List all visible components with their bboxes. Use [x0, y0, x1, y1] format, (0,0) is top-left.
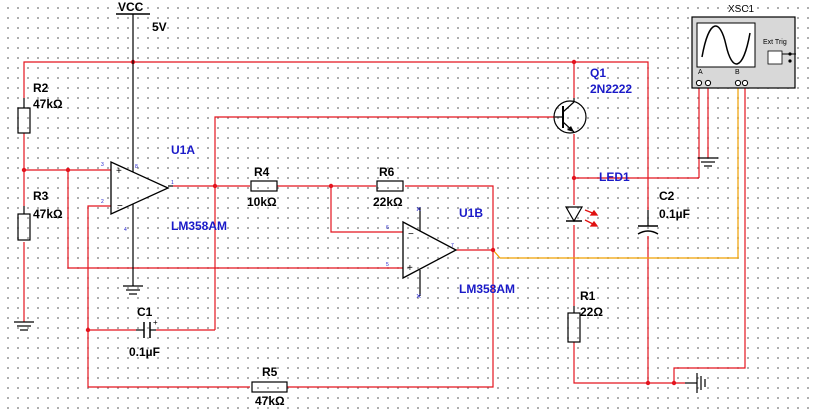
scope-channel-b-label: B	[735, 69, 740, 76]
ground-u1a-icon	[123, 285, 143, 295]
wire-orange-signal	[492, 83, 739, 259]
r6-value: 22kΩ	[373, 195, 403, 209]
scope-channel-a-label: A	[698, 69, 703, 76]
u1a-ref: U1A	[171, 143, 195, 157]
scope-terminal-b-minus[interactable]	[741, 79, 749, 87]
wire-top-rail	[23, 61, 649, 210]
led1-ref: LED1	[599, 170, 630, 184]
svg-text:−: −	[117, 201, 123, 212]
svg-text:3: 3	[101, 162, 104, 168]
r3-ref: R3	[33, 189, 49, 203]
c1-ref: C1	[137, 305, 153, 319]
r2-ref: R2	[33, 81, 49, 95]
u1b-model: LM358AM	[459, 282, 515, 296]
svg-text:7: 7	[451, 243, 454, 249]
svg-text:6: 6	[386, 225, 389, 231]
svg-text:+: +	[116, 166, 122, 177]
c1-value: 0.1µF	[129, 345, 160, 359]
opamp-u1b[interactable]: − + 6 5 7 × × U1B LM358AM	[386, 204, 515, 301]
scope-terminal-a-plus[interactable]	[695, 79, 703, 87]
capacitor-c2[interactable]: C2 0.1µF	[637, 189, 690, 235]
resistor-r4[interactable]: R4 10kΩ	[247, 165, 278, 209]
svg-text:−: −	[408, 229, 414, 240]
wire-u1a-minus-feedback	[87, 205, 250, 388]
r4-ref: R4	[254, 165, 270, 179]
sine-wave-icon	[701, 25, 751, 65]
junction-dots	[21, 59, 677, 386]
svg-text:4: 4	[124, 227, 127, 233]
led-led1[interactable]: LED1	[564, 170, 630, 227]
svg-text:+: +	[407, 263, 413, 274]
u1a-model: LM358AM	[171, 219, 227, 233]
r1-value: 22Ω	[580, 305, 603, 319]
vcc-value: 5V	[152, 20, 167, 34]
red-wires	[23, 61, 746, 388]
wire-to-u1b-plus	[330, 186, 403, 233]
scope-terminal-a-minus[interactable]	[704, 79, 712, 87]
wire-divider-to-u1b-minus	[67, 170, 403, 269]
r5-value: 47kΩ	[255, 394, 285, 408]
resistor-r1[interactable]: R1 22Ω	[567, 289, 603, 343]
c2-ref: C2	[659, 189, 675, 203]
led-light-arrows-icon	[584, 209, 599, 227]
u1b-ref: U1B	[459, 206, 483, 220]
r2-value: 47kΩ	[33, 97, 63, 111]
xsc1-ref: XSC1	[728, 4, 755, 15]
c2-value: 0.1µF	[659, 207, 690, 221]
ground-divider-icon	[14, 321, 34, 331]
svg-text:×: ×	[416, 204, 421, 214]
svg-text:1: 1	[171, 180, 174, 186]
ground-main-icon	[685, 373, 706, 393]
svg-text:+: +	[153, 318, 158, 327]
svg-text:2: 2	[101, 199, 104, 205]
scope-terminal-b-plus[interactable]	[734, 79, 742, 87]
r1-ref: R1	[580, 289, 596, 303]
capacitor-c1[interactable]: + C1 0.1µF	[129, 305, 160, 359]
oscilloscope-xsc1[interactable]: XSC1 Ext Trig A B	[691, 4, 796, 89]
vcc-label: VCC	[118, 0, 144, 14]
resistor-r2[interactable]: R2 47kΩ	[17, 81, 63, 134]
wire-to-scope-b	[673, 83, 746, 383]
vcc-source[interactable]: VCC 5V	[116, 0, 167, 62]
resistor-r3[interactable]: R3 47kΩ	[17, 189, 63, 241]
scope-ext-trig-label: Ext Trig	[763, 39, 787, 46]
svg-text:8: 8	[135, 164, 138, 170]
resistor-r6[interactable]: R6 22kΩ	[373, 165, 404, 209]
svg-text:5: 5	[386, 262, 389, 268]
r5-ref: R5	[262, 365, 278, 379]
svg-text:×: ×	[416, 291, 421, 301]
transistor-q1[interactable]: Q1 2N2222	[553, 66, 632, 134]
r4-value: 10kΩ	[247, 195, 277, 209]
wire-r5-to-u1b-out	[287, 185, 494, 388]
r3-value: 47kΩ	[33, 207, 63, 221]
r6-ref: R6	[379, 165, 395, 179]
q1-model: 2N2222	[590, 82, 632, 96]
resistor-r5[interactable]: R5 47kΩ	[251, 365, 288, 408]
wire-out-to-q1-base	[214, 116, 555, 330]
ground-scope-icon	[698, 157, 718, 167]
q1-ref: Q1	[590, 66, 606, 80]
opamp-u1a[interactable]: + − 3 2 1 8 4 U1A LM358AM	[101, 62, 227, 286]
wire-r1-bottom	[573, 342, 685, 384]
